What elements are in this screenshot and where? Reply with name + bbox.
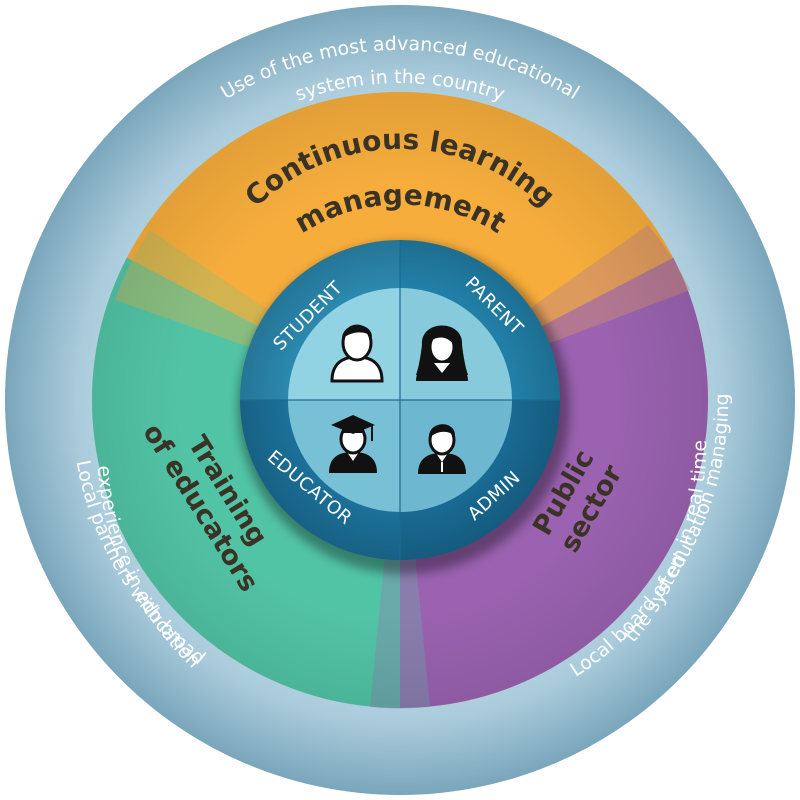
educator-icon	[329, 415, 377, 473]
student-icon	[330, 324, 384, 383]
admin-icon	[418, 424, 466, 474]
role-ring	[240, 240, 560, 560]
parent-icon	[416, 325, 468, 381]
